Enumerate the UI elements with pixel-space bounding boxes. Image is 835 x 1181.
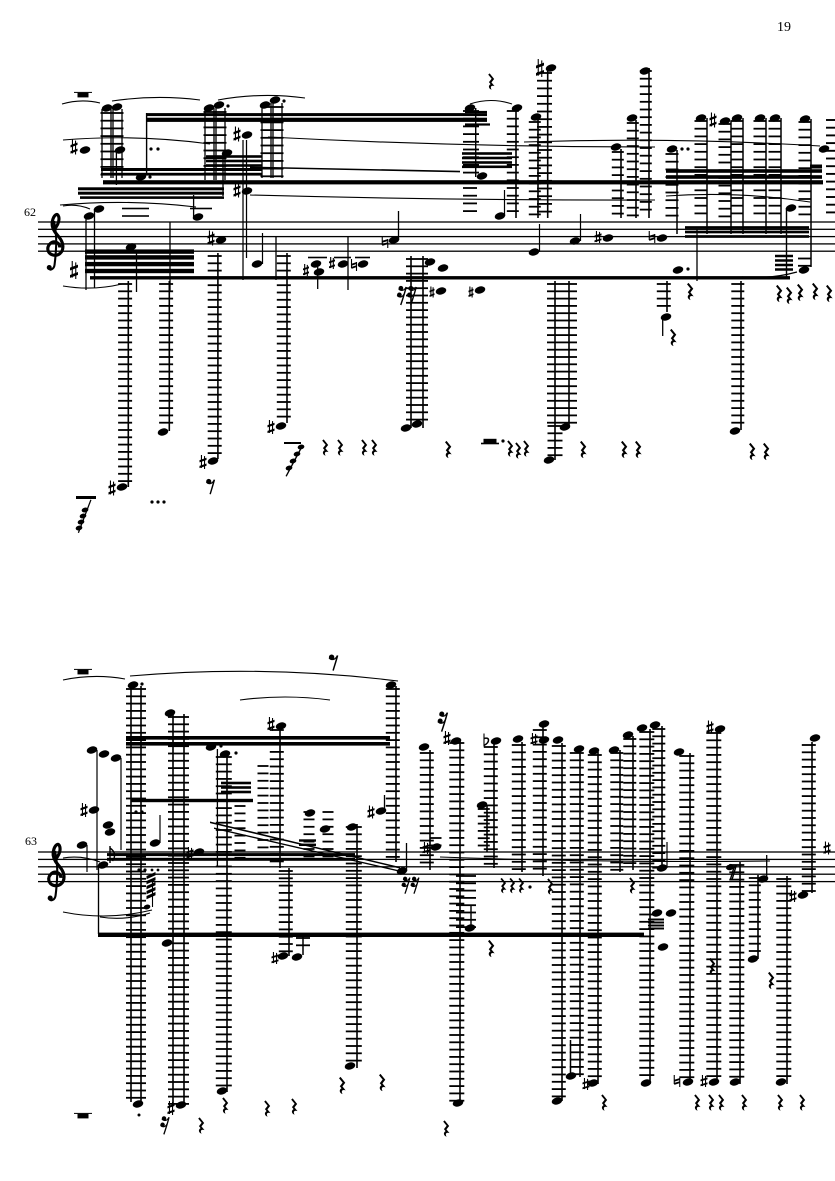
svg-text:63: 63 bbox=[25, 834, 37, 848]
svg-text:19: 19 bbox=[777, 20, 791, 35]
svg-text:62: 62 bbox=[24, 205, 36, 219]
